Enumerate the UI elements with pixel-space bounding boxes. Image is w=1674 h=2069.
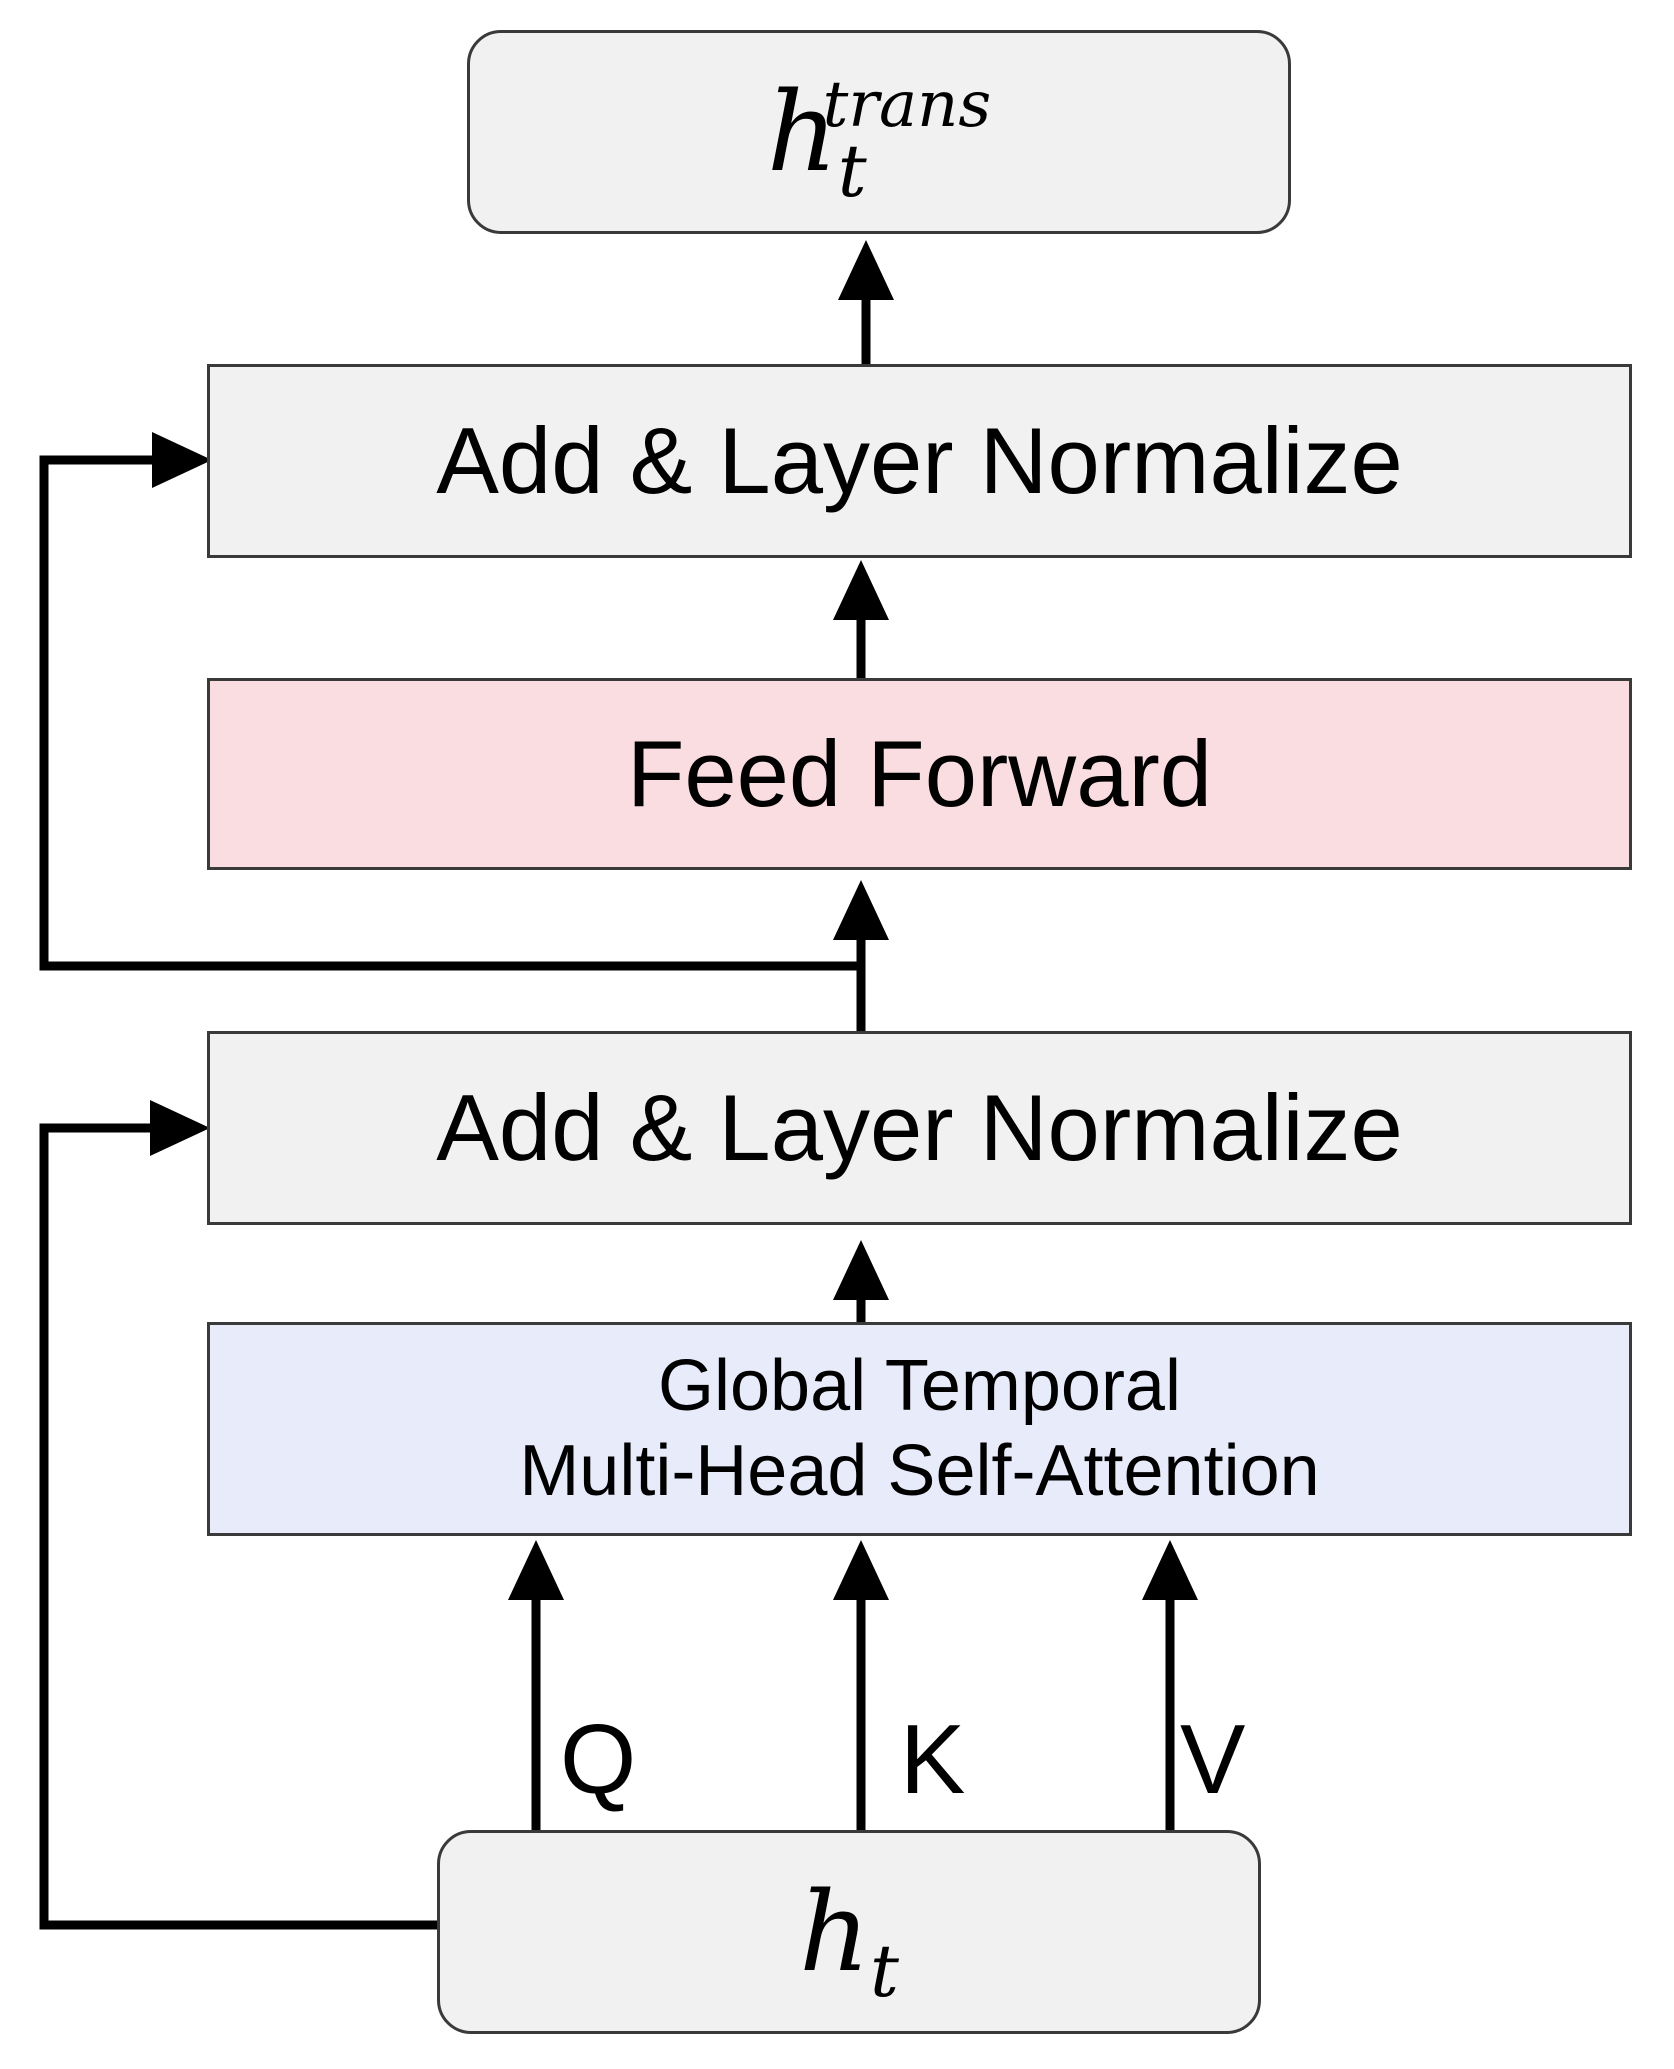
output-symbol: httrans (766, 68, 992, 213)
output-subscript: t (837, 129, 867, 213)
add-norm-bottom-label: Add & Layer Normalize (436, 1075, 1403, 1180)
input-symbol: ht (799, 1868, 899, 2013)
add-norm-block-bottom: Add & Layer Normalize (207, 1031, 1632, 1225)
attention-block: Global Temporal Multi-Head Self-Attentio… (207, 1322, 1632, 1536)
add-norm-block-top: Add & Layer Normalize (207, 364, 1632, 558)
attention-label-line1: Global Temporal (658, 1346, 1181, 1427)
output-superscript: trans (822, 68, 992, 142)
attention-label-line2: Multi-Head Self-Attention (519, 1431, 1320, 1511)
addnorm-to-feedforward-arrow (833, 880, 889, 1036)
v-arrowhead (1142, 1540, 1198, 1600)
attention-to-addnorm-arrow (833, 1240, 889, 1322)
q-arrowhead (508, 1540, 564, 1600)
residual-input-connection (39, 1100, 438, 1930)
feedforward-to-addnorm-arrow (833, 560, 889, 678)
input-node: ht (437, 1830, 1261, 2034)
feed-forward-label: Feed Forward (626, 721, 1213, 826)
k-arrowhead (833, 1540, 889, 1600)
input-subscript: t (869, 1929, 899, 2013)
residual-addnorm-connection (39, 432, 861, 971)
add-norm-top-label: Add & Layer Normalize (436, 408, 1403, 513)
v-label: V (1180, 1704, 1246, 1814)
input-base: h (799, 1868, 870, 1996)
qkv-arrows (508, 1540, 1198, 1830)
addnorm-to-output-arrow (838, 240, 894, 364)
q-label: Q (560, 1704, 637, 1814)
feed-forward-block: Feed Forward (207, 678, 1632, 870)
k-label: K (900, 1704, 966, 1814)
output-base: h (766, 68, 838, 196)
output-node: httrans (467, 30, 1291, 234)
